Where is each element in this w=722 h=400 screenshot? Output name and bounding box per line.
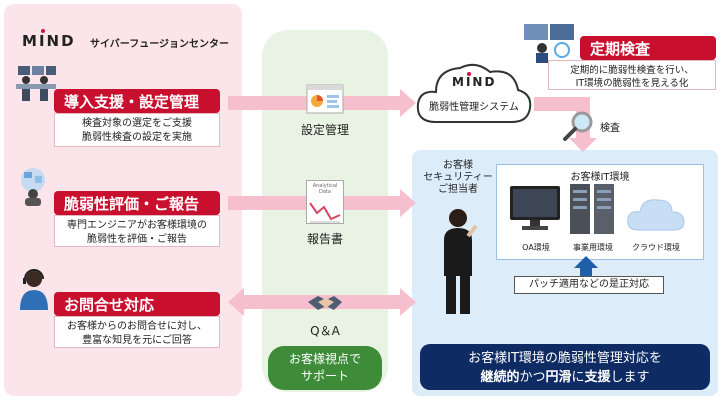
report-label: 報告書 [306,232,343,246]
customer-perspective-badge: お客様視点で サポート [268,346,382,390]
env-item-business: 事業用環境 [573,243,613,252]
oa-monitor-icon [510,186,560,230]
service-desc-assessment: 専門エンジニアがお客様環境の 脆弱性を評価・ご報告 [54,215,220,247]
arrow-head-down [569,138,597,152]
patch-arrow-head [574,256,598,268]
operator-desk-icon [16,66,56,101]
service-title-setup: 導入支援・設定管理 [54,89,220,113]
settings-screen-icon [306,84,344,114]
mind-logo: MIND [22,32,76,50]
scan-monitor-icon [524,24,574,63]
report-chart-icon [309,202,341,223]
magnifier-icon [563,111,593,141]
env-item-oa: OA環境 [522,243,550,252]
qa-label: Q＆A [310,324,340,338]
cloud-mind-logo: MIND [452,75,497,89]
service-desc-inquiry: お客様からのお問合せに対し、 豊富な知見を元にご回答 [54,316,220,348]
cloud-shape-icon [416,63,532,123]
service-title-inquiry: お問合せ対応 [54,292,220,316]
env-item-cloud: クラウド環境 [632,243,680,252]
patch-label: パッチ適用などの是正対応 [514,276,664,294]
hologram-analyst-icon [21,168,45,206]
security-person-icon [444,209,478,314]
periodic-inspection-desc: 定期的に脆弱性検査を行い、 IT環境の脆弱性を見える化 [548,60,716,90]
arrow-head-right-2 [400,189,416,217]
env-title: お客様IT環境 [570,172,630,183]
company-name: サイバーフュージョンセンター [90,39,229,50]
system-name: 脆弱性管理システム [429,102,519,113]
cloud-env-icon [627,199,685,231]
settings-label: 設定管理 [300,123,349,137]
report-doc-title: Analytical Data [312,183,338,195]
arrow-head-right-3 [400,288,416,316]
service-desc-setup: 検査対象の選定をご支援 脆弱性検査の設定を実施 [54,113,220,147]
customer-security-label: お客様 セキュリティー ご担当者 [423,160,493,195]
arrow-head-right [400,89,416,117]
headset-operator-icon [20,269,48,310]
handshake-icon [308,296,342,310]
service-title-assessment: 脆弱性評価・ご報告 [54,191,220,215]
arrow-head-left [228,288,244,316]
periodic-inspection-title: 定期検査 [580,36,716,60]
server-rack-icon [570,184,614,234]
report-document-icon: Analytical Data [306,180,344,224]
support-banner: お客様IT環境の脆弱性管理対応を 継続的かつ円滑に支援します [420,344,710,390]
scan-label: 検査 [600,123,620,134]
